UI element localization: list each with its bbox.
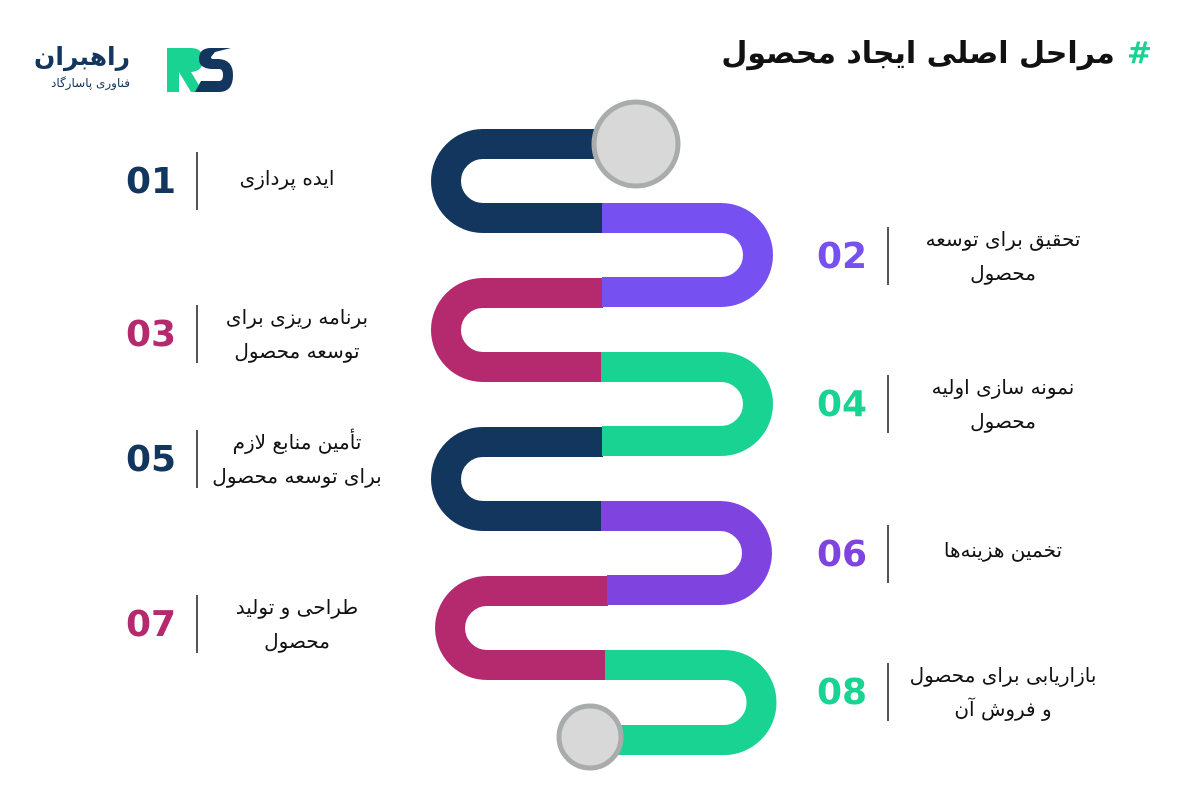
step-02: 02 تحقیق برای توسعه محصول [817, 222, 1103, 290]
step-label: بازاریابی برای محصول و فروش آن [909, 663, 1097, 721]
step-08: 08 بازاریابی برای محصول و فروش آن [817, 658, 1103, 726]
step-label: برنامه ریزی برای توسعه محصول [225, 305, 369, 363]
hash-icon: # [1126, 36, 1152, 71]
loop-7-magenta [435, 576, 608, 680]
step-07: 07 طراحی و تولید محصول [126, 590, 382, 658]
step-number: 06 [817, 533, 868, 575]
step-number: 08 [817, 671, 868, 713]
rs-logo-mark-icon [167, 48, 233, 92]
step-label: طراحی و تولید محصول [235, 595, 359, 653]
loop-4-green [601, 352, 773, 456]
step-number: 03 [126, 313, 177, 355]
loop-2-purple [602, 203, 773, 307]
step-divider [887, 375, 889, 433]
step-divider [196, 152, 198, 210]
loop-1-navy [431, 129, 603, 233]
end-node-icon [556, 703, 624, 771]
step-number: 07 [126, 603, 177, 645]
loop-3-magenta [431, 278, 603, 382]
loop-5-navy [431, 427, 603, 531]
step-divider [887, 227, 889, 285]
step-label: نمونه سازی اولیه محصول [931, 375, 1075, 433]
step-label: تأمین منابع لازم برای توسعه محصول [212, 430, 382, 488]
loop-6-purple [601, 501, 772, 605]
step-number: 04 [817, 383, 868, 425]
start-node-icon [591, 99, 681, 189]
logo-name: راهبران [34, 42, 130, 71]
step-label: تحقیق برای توسعه محصول [925, 227, 1081, 285]
step-number: 05 [126, 438, 177, 480]
step-number: 02 [817, 235, 868, 277]
loop-8-green [590, 650, 777, 755]
title-text: مراحل اصلی ایجاد محصول [721, 36, 1115, 71]
logo-subtitle: فناوری پاسارگاد [50, 76, 130, 90]
step-divider [196, 430, 198, 488]
step-03: 03 برنامه ریزی برای توسعه محصول [126, 300, 382, 368]
step-divider [196, 595, 198, 653]
step-04: 04 نمونه سازی اولیه محصول [817, 370, 1103, 438]
step-06: 06 تخمین هزینه‌ها [817, 525, 1103, 583]
step-05: 05 تأمین منابع لازم برای توسعه محصول [126, 425, 382, 493]
step-number: 01 [126, 160, 177, 202]
step-01: 01 ایده پردازی [126, 152, 362, 210]
step-label: ایده پردازی [239, 166, 335, 190]
step-label: تخمین هزینه‌ها [943, 538, 1063, 562]
step-divider [196, 305, 198, 363]
step-divider [887, 525, 889, 583]
page-title: # مراحل اصلی ایجاد محصول [721, 36, 1152, 71]
brand-logo: راهبران فناوری پاسارگاد [34, 40, 233, 100]
step-divider [887, 663, 889, 721]
